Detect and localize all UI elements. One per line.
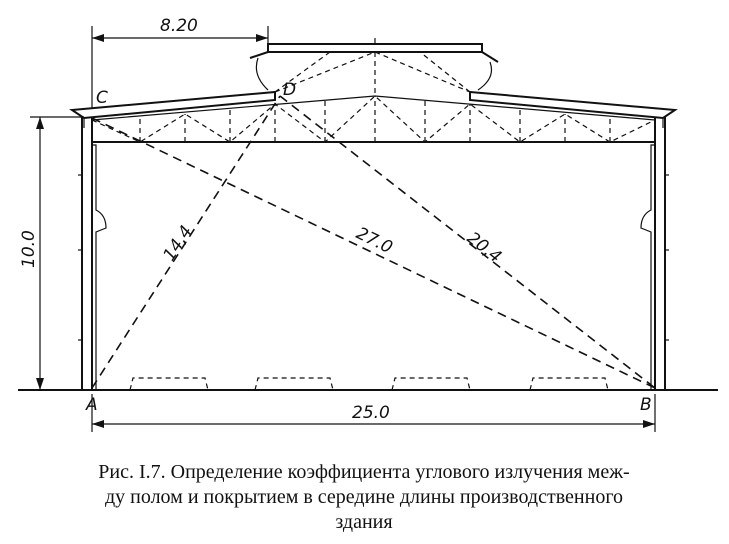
ray-label-a-d: 14,4: [159, 222, 196, 265]
roof-lantern: [249, 38, 499, 91]
left-wall: [78, 117, 107, 390]
floor-pits: [129, 377, 609, 391]
figure-caption: Рис. I.7. Определение коэффициента углов…: [14, 460, 714, 535]
dimension-height-label: 10.0: [19, 230, 39, 268]
caption-line-1: Рис. I.7. Определение коэффициента углов…: [98, 461, 630, 483]
caption-line-3: здания: [335, 511, 393, 533]
roof: [69, 90, 678, 128]
building-cross-section-diagram: 8.20 10.0 25.0 14,4 27.0 20,4 C D A B: [18, 16, 718, 432]
caption-line-2: ду полом и покрытием в середине длины пр…: [104, 486, 624, 508]
dimension-bottom-label: 25.0: [352, 403, 390, 423]
point-label-d: D: [283, 80, 296, 100]
roof-truss: [91, 51, 656, 143]
ray-label-c-b: 27.0: [353, 224, 396, 259]
ray-label-d-b: 20,4: [463, 228, 505, 267]
point-label-c: C: [96, 88, 108, 108]
dimension-top-label: 8.20: [160, 16, 198, 36]
point-label-a: A: [85, 395, 98, 415]
right-wall: [640, 117, 669, 390]
dimension-10-0: [30, 116, 84, 390]
radiation-rays: [91, 95, 656, 389]
dimension-8-20: [91, 26, 269, 108]
dimension-25-0: [91, 394, 656, 432]
point-label-b: B: [640, 395, 652, 415]
